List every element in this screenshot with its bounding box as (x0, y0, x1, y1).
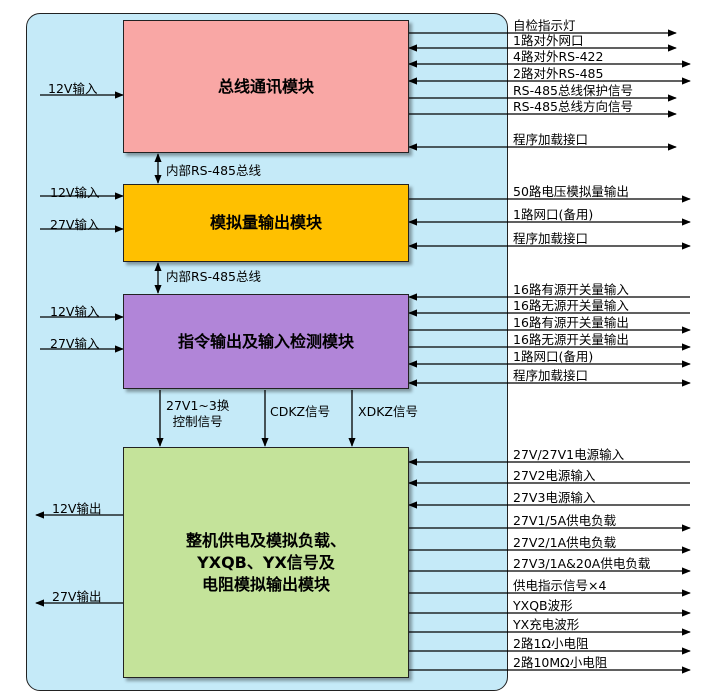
power-signal-label: 27V1/5A供电负载 (513, 513, 617, 528)
power-signal-label: 供电指示信号×4 (513, 578, 607, 593)
bus-12v-input-label: 12V输入 (48, 81, 98, 96)
analog-12v-input-label: 12V输入 (50, 185, 100, 200)
cmd-signal-label: 程序加载接口 (513, 368, 589, 383)
internal-bus-label-1: 内部RS-485总线 (166, 163, 261, 178)
power-signal-label: YXQB波形 (513, 598, 573, 613)
cmd-signal-label: 16路无源开关量输出 (513, 332, 629, 347)
xdkz-signal-label: XDKZ信号 (358, 404, 418, 419)
power-signal-label: 27V3/1A&20A供电负载 (513, 556, 651, 571)
analog-signal-label: 50路电压模拟量输出 (513, 184, 629, 199)
analog-signal-label: 1路网口(备用) (513, 207, 594, 222)
power-12v-output-label: 12V输出 (52, 501, 102, 516)
bus-signal-label: 4路对外RS-422 (513, 49, 604, 64)
power-signal-label: 2路10MΩ小电阻 (513, 655, 608, 670)
power-signal-label: 27V2电源输入 (513, 468, 596, 483)
bus-communication-module: 总线通讯模块 (123, 20, 409, 153)
internal-bus-label-2: 内部RS-485总线 (166, 269, 261, 284)
bus-signal-label: 2路对外RS-485 (513, 66, 604, 81)
power-signal-label: 27V2/1A供电负载 (513, 535, 617, 550)
analog-27v-input-label: 27V输入 (50, 217, 100, 232)
power-signal-label: YX充电波形 (513, 617, 580, 632)
cmd-signal-label: 16路有源开关量输入 (513, 282, 629, 297)
cmd-signal-label: 16路无源开关量输入 (513, 298, 629, 313)
power-signal-label: 27V3电源输入 (513, 490, 596, 505)
switch-control-signal-label: 27V1~3换 控制信号 (166, 398, 230, 429)
cmd-signal-label: 1路网口(备用) (513, 349, 594, 364)
bus-signal-label: RS-485总线方向信号 (513, 99, 633, 114)
bus-signal-label: 自检指示灯 (513, 18, 576, 33)
bus-signal-label: 1路对外网口 (513, 33, 584, 48)
cmd-signal-label: 16路有源开关量输出 (513, 315, 629, 330)
cmd-27v-input-label: 27V输入 (50, 336, 100, 351)
bus-signal-label: 程序加载接口 (513, 132, 589, 147)
power-load-simulation-module: 整机供电及模拟负载、 YXQB、YX信号及 电阻模拟输出模块 (123, 447, 409, 678)
power-27v-output-label: 27V输出 (52, 589, 102, 604)
power-signal-label: 27V/27V1电源输入 (513, 447, 625, 462)
analog-signal-label: 程序加载接口 (513, 231, 589, 246)
cmd-12v-input-label: 12V输入 (50, 304, 100, 319)
bus-signal-label: RS-485总线保护信号 (513, 83, 633, 98)
power-signal-label: 2路1Ω小电阻 (513, 636, 589, 651)
cdkz-signal-label: CDKZ信号 (270, 404, 331, 419)
command-io-detection-module: 指令输出及输入检测模块 (123, 294, 409, 389)
analog-output-module: 模拟量输出模块 (123, 184, 409, 262)
